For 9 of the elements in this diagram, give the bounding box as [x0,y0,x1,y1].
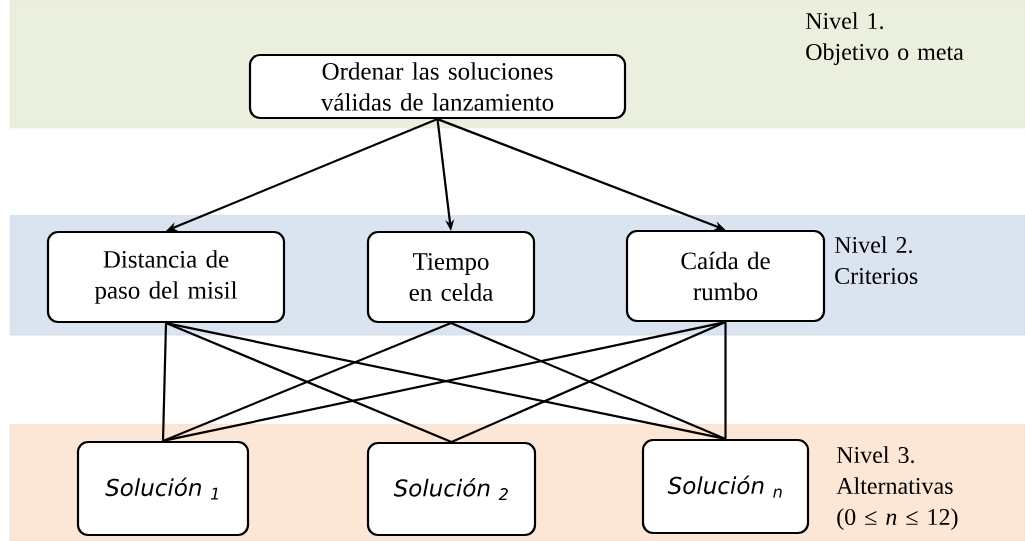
text-box: Caída de rumbo [625,229,826,323]
text-box: Solución $_{1}$ [76,440,250,537]
text-box: Ordenar las soluciones válidas de lanzamiento [248,53,627,120]
connector-line [724,322,727,439]
text-box: Tiempo en celda [366,230,536,324]
connector-line [161,323,168,441]
text-box: Solución $_{2}$ [366,441,537,537]
text-box: Distancia de paso del misil [46,230,286,324]
text-box: Solución $_{n}$ [641,438,810,535]
